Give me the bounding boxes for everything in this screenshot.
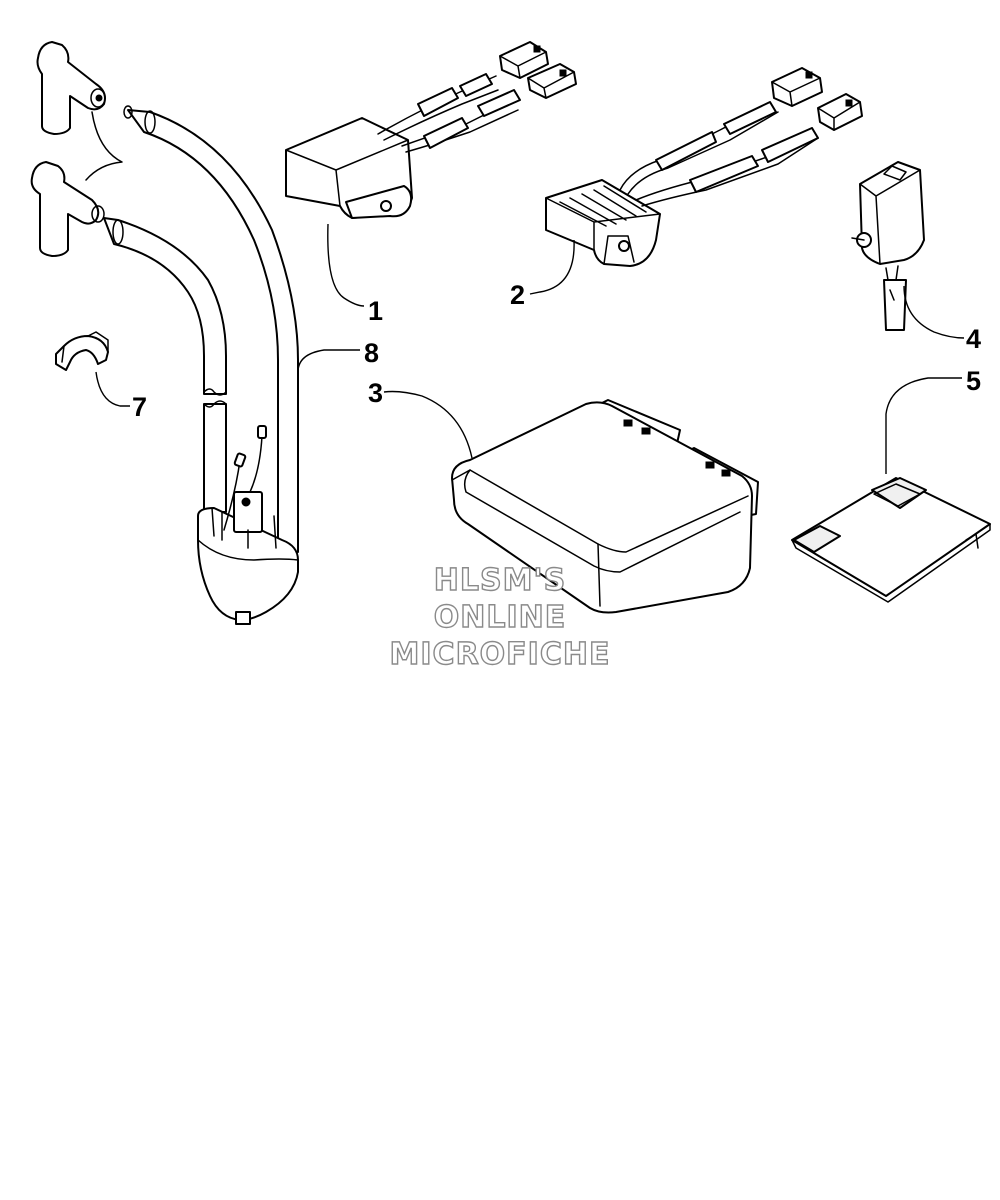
- sensor-module: [851, 161, 925, 331]
- callout-5: 5: [966, 366, 981, 396]
- callout-4: 4: [966, 324, 981, 354]
- cdi-module: [285, 41, 577, 219]
- callout-7: 7: [132, 392, 147, 422]
- voltage-regulator: [545, 67, 863, 267]
- callout-1: 1: [368, 296, 383, 326]
- watermark-line-1: HLSM'S: [434, 563, 566, 598]
- watermark: HLSM'S ONLINE MICROFICHE: [389, 562, 611, 672]
- watermark-line-3: MICROFICHE: [390, 637, 611, 672]
- spark-plug-cap-lower: [30, 161, 105, 257]
- decal-sheet: [791, 477, 991, 603]
- callout-2: 2: [510, 280, 525, 310]
- callout-8: 8: [364, 338, 379, 368]
- wire-clip: [55, 331, 109, 371]
- ecu-module: [451, 399, 759, 614]
- spark-plug-cap-upper: [36, 41, 106, 135]
- callout-3: 3: [368, 378, 383, 408]
- watermark-line-2: ONLINE: [434, 600, 567, 635]
- callout-labels: 1 2 3 4 5 7 8: [132, 280, 981, 422]
- leader-lines: [95, 223, 965, 474]
- ignition-coil-assembly: [30, 41, 299, 625]
